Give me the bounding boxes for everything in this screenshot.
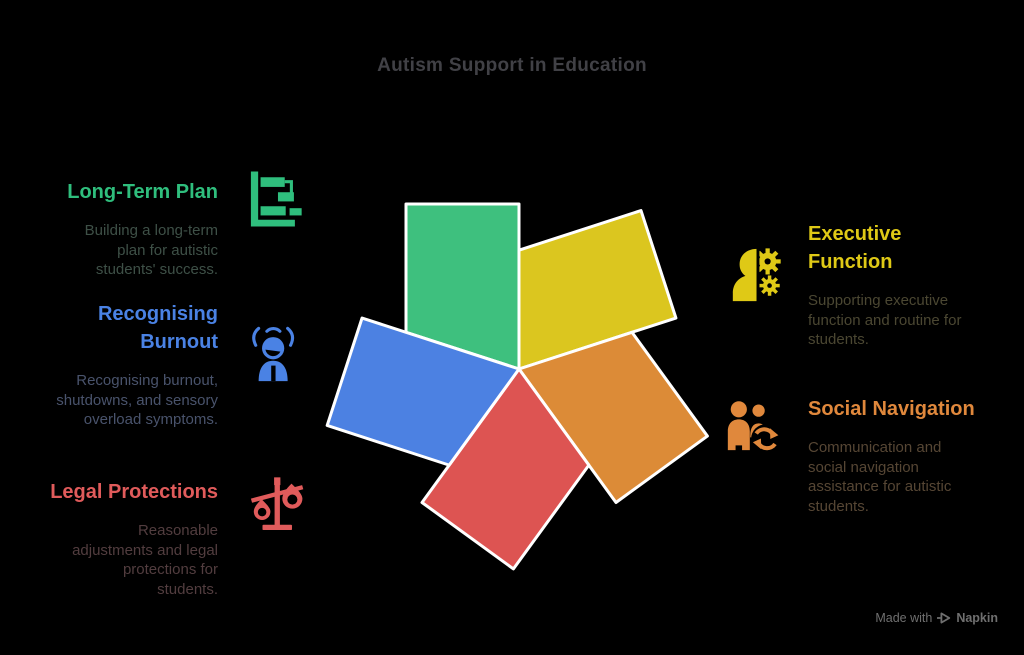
section-description: Recognising burnout, shutdowns, and sens… (56, 372, 218, 428)
gantt-chart-icon (250, 171, 302, 227)
section-description: Communication and social navigation assi… (808, 439, 952, 515)
section-title: Legal Protections (50, 481, 218, 503)
section-title: Recognising Burnout (97, 303, 218, 353)
pinwheel-petal (325, 316, 521, 467)
head-gears-icon (732, 245, 781, 303)
watermark-brand: Napkin (956, 611, 998, 625)
section-description: Supporting executive function and routin… (808, 292, 962, 348)
section-title: Executive Function (808, 223, 902, 273)
napkin-logo-icon (937, 612, 951, 624)
pinwheel-diagram (325, 202, 709, 571)
section-description: Reasonable adjustments and legal protect… (72, 522, 218, 598)
watermark-prefix: Made with (875, 611, 933, 625)
section-executive-function: Executive Function Supporting executive … (722, 220, 990, 350)
section-long-term-plan: Long-Term Plan Building a long-term plan… (38, 171, 306, 280)
section-title: Social Navigation (808, 398, 975, 420)
section-title: Long-Term Plan (67, 181, 218, 203)
section-description: Building a long-term plan for autistic s… (84, 222, 218, 278)
burnout-person-icon (252, 326, 295, 382)
justice-scales-icon (250, 477, 304, 531)
section-social-navigation: Social Navigation Communication and soci… (722, 395, 990, 516)
page-title: Autism Support in Education (377, 55, 647, 76)
section-legal-protections: Legal Protections Reasonable adjustments… (38, 477, 306, 599)
people-sync-icon (727, 401, 781, 454)
made-with-napkin-link[interactable]: Made with Napkin (875, 611, 998, 625)
section-recognising-burnout: Recognising Burnout Recognising burnout,… (38, 300, 306, 430)
